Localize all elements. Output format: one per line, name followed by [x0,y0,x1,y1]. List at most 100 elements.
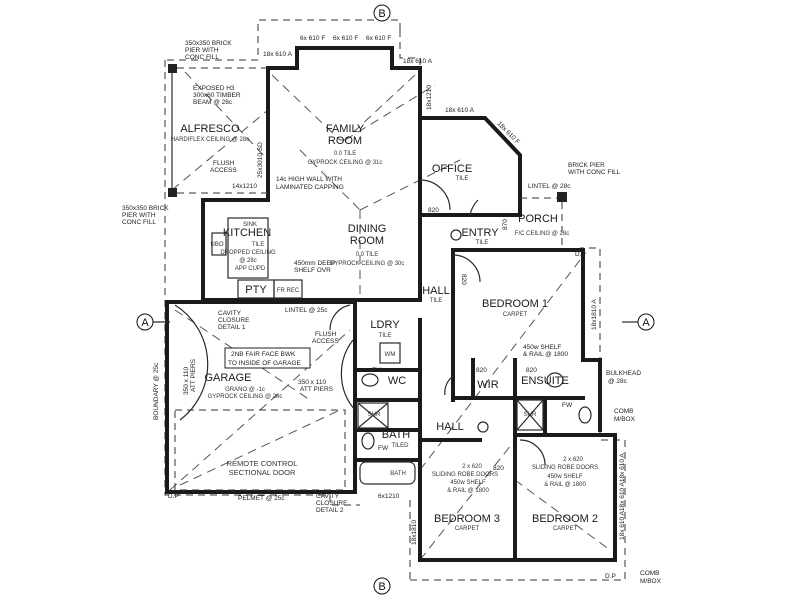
svg-text:SLIDING ROBE DOORS: SLIDING ROBE DOORS [432,472,498,478]
svg-text:SLIDING ROBE DOORS: SLIDING ROBE DOORS [532,465,598,471]
svg-text:BOUNDARY @ 25c: BOUNDARY @ 25c [153,362,160,420]
svg-text:CONC FILL: CONC FILL [122,219,156,226]
svg-text:820: 820 [460,274,467,285]
svg-text:REMOTE CONTROL: REMOTE CONTROL [227,459,298,468]
wc-label: WC [388,375,406,387]
svg-text:FR REC: FR REC [277,288,300,294]
svg-text:350x350 BRICK: 350x350 BRICK [185,40,232,47]
svg-text:ATT PIERS: ATT PIERS [300,386,334,393]
bedroom-2-label: BEDROOM 2 [532,513,598,525]
toilet-wc [361,373,379,387]
section-marker-left: A [136,313,170,331]
svg-text:0.0 TILE: 0.0 TILE [356,252,379,258]
svg-text:FW: FW [378,445,389,452]
svg-text:2NB FAIR FACE BWK: 2NB FAIR FACE BWK [231,351,296,358]
wir-label: WIR [477,379,498,391]
shower-1 [357,402,389,429]
svg-text:18x 610 A18x 610 A18x 610 A: 18x 610 A18x 610 A18x 610 A [619,453,626,540]
svg-text:B: B [378,581,385,593]
svg-text:@ 28c: @ 28c [608,378,628,385]
svg-text:PIER WITH: PIER WITH [185,47,219,54]
svg-text:820: 820 [476,367,487,374]
svg-text:CARPET: CARPET [503,312,528,318]
svg-text:UBO: UBO [210,242,223,248]
svg-text:SECTIONAL DOOR: SECTIONAL DOOR [229,468,296,477]
svg-text:DETAIL 1: DETAIL 1 [218,324,246,331]
svg-text:F/C CEILING @ 28c: F/C CEILING @ 28c [515,231,569,237]
doors [174,179,546,466]
laundry-label: LDRY [370,319,400,331]
svg-text:M/BOX: M/BOX [614,416,636,423]
svg-text:18x 610 A: 18x 610 A [263,51,293,58]
svg-text:ACCESS: ACCESS [210,167,237,174]
alfresco-label: ALFRESCO [180,123,240,135]
brick-piers [168,64,567,248]
svg-text:APP CUPD: APP CUPD [235,266,266,272]
svg-text:820: 820 [526,367,537,374]
svg-text:GYPROCK CEILING @ 31c: GYPROCK CEILING @ 31c [308,160,383,166]
svg-text:820: 820 [493,465,504,472]
svg-text:SINK: SINK [243,222,257,228]
svg-text:18x1810 A: 18x1810 A [591,299,598,330]
bathtub [359,461,416,485]
bedroom-1-label: BEDROOM 1 [482,298,548,310]
svg-text:ROOM: ROOM [350,235,384,247]
ensuite-basin [546,372,564,388]
svg-text:COMB: COMB [614,408,634,415]
bath-label: BATH [382,429,411,441]
svg-text:ATT PIERS: ATT PIERS [190,358,197,392]
svg-text:SHR: SHR [524,412,537,418]
svg-text:300x60 TIMBER: 300x60 TIMBER [193,92,241,99]
svg-text:14x1210: 14x1210 [232,183,257,190]
svg-text:A: A [141,317,149,329]
fridge-recess [273,279,303,299]
svg-text:CARPET: CARPET [455,526,480,532]
ensuite-toilet [578,406,592,424]
svg-text:0.0 TILE: 0.0 TILE [334,151,357,157]
hall-label-2: HALL [436,421,464,433]
svg-text:870: 870 [502,219,509,230]
kitchen-label: KITCHEN [223,227,271,239]
svg-text:& RAIL @ 1800: & RAIL @ 1800 [447,488,489,494]
svg-text:DETAIL 2: DETAIL 2 [316,507,344,514]
svg-text:GRANO @ -1c: GRANO @ -1c [225,387,265,393]
svg-text:18x 610 A: 18x 610 A [403,58,433,65]
svg-text:450w SHELF: 450w SHELF [450,480,486,486]
svg-text:PELMET @ 25c: PELMET @ 25c [238,495,285,502]
svg-text:FW: FW [372,367,383,374]
svg-text:18x1210: 18x1210 [426,85,433,110]
svg-text:FLUSH: FLUSH [315,331,337,338]
svg-text:25x3010 SD: 25x3010 SD [257,142,264,178]
svg-text:LINTEL @ 25c: LINTEL @ 25c [285,307,328,314]
section-marker-bottom: B [373,577,391,595]
svg-text:B: B [378,8,385,20]
svg-text:BRICK PIER: BRICK PIER [568,162,605,169]
room-labels: FAMILY ROOM 0.0 TILE GYPROCK CEILING @ 3… [171,123,598,532]
svg-text:PIER WITH: PIER WITH [122,212,156,219]
annotations: 350x350 BRICK PIER WITH CONC FILL 350x35… [122,35,662,585]
svg-text:& RAIL @ 1800: & RAIL @ 1800 [523,351,568,358]
svg-text:EXPOSED H3: EXPOSED H3 [193,85,235,92]
svg-text:TO INSIDE OF GARAGE: TO INSIDE OF GARAGE [228,360,302,367]
svg-text:TILE: TILE [252,242,265,248]
svg-text:350x350 BRICK: 350x350 BRICK [122,205,169,212]
svg-text:@ 28c: @ 28c [239,258,256,264]
svg-text:450w SHELF: 450w SHELF [547,474,583,480]
svg-text:TILE: TILE [456,176,469,182]
section-marker-right: A [622,313,655,331]
svg-text:450w SHELF: 450w SHELF [523,344,561,351]
svg-text:GYPROCK CEILING @ 28c: GYPROCK CEILING @ 28c [208,394,283,400]
svg-text:M/BOX: M/BOX [640,578,662,585]
svg-text:820: 820 [428,207,439,214]
svg-text:6x 610 F: 6x 610 F [333,35,358,42]
svg-text:BULKHEAD: BULKHEAD [606,370,641,377]
svg-text:CLOSURE: CLOSURE [316,500,348,507]
svg-text:FLUSH: FLUSH [213,160,235,167]
garage-label: GARAGE [204,372,251,384]
svg-text:LINTEL @ 28c: LINTEL @ 28c [528,183,571,190]
svg-text:PTY: PTY [245,284,267,296]
svg-text:2 x 620: 2 x 620 [462,464,482,470]
svg-text:BATH: BATH [390,471,406,477]
svg-text:D.P: D.P [605,573,616,580]
